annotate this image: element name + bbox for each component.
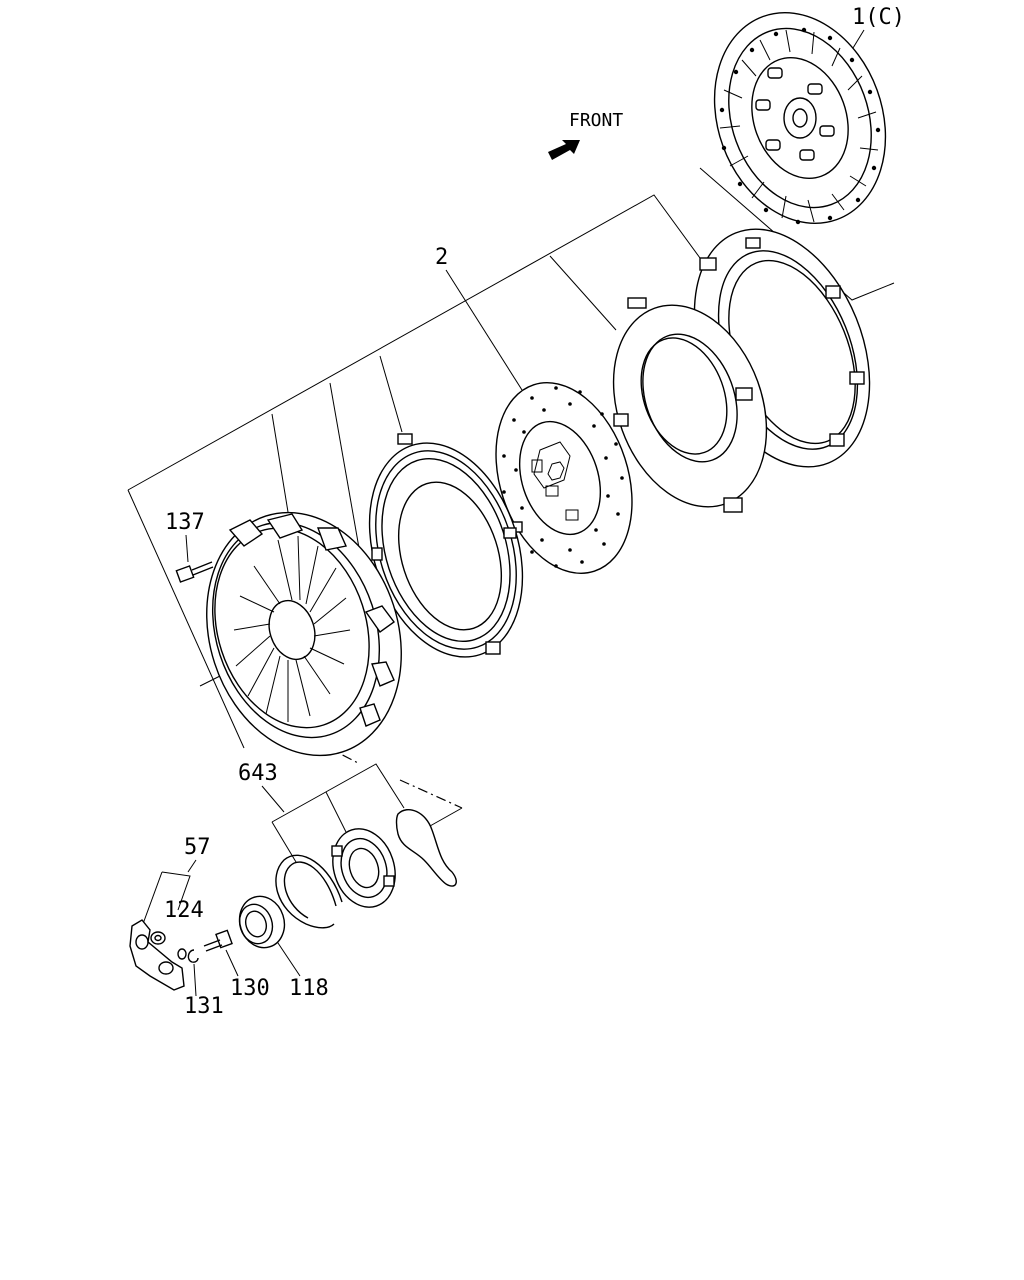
callout-2: 2 — [435, 245, 448, 270]
bolt-130 — [203, 929, 233, 952]
clutch-cover-assembly — [206, 511, 402, 757]
pressure-plate — [368, 433, 524, 658]
callout-57: 57 — [184, 835, 211, 860]
washer-124 — [150, 931, 166, 945]
bolt-137 — [175, 561, 214, 583]
callout-130: 130 — [230, 976, 270, 1001]
callout-124: 124 — [164, 898, 204, 923]
callout-1c: 1(C) — [852, 5, 905, 30]
driven-plate-2 — [495, 382, 633, 574]
release-bearing-118 — [238, 895, 286, 949]
retaining-spring-643 — [395, 809, 457, 887]
callout-118: 118 — [289, 976, 329, 1001]
clutch-disc-1c — [713, 12, 887, 225]
front-label: FRONT — [569, 110, 623, 131]
release-fork-57 — [129, 919, 187, 991]
facing-ring — [612, 297, 768, 513]
callout-131: 131 — [184, 994, 224, 1019]
clip-131 — [187, 949, 199, 963]
callout-643: 643 — [238, 761, 278, 786]
release-sleeve-643 — [331, 828, 396, 908]
callout-137: 137 — [165, 510, 205, 535]
front-arrow-icon — [548, 140, 580, 160]
snap-ring-643 — [275, 854, 343, 929]
